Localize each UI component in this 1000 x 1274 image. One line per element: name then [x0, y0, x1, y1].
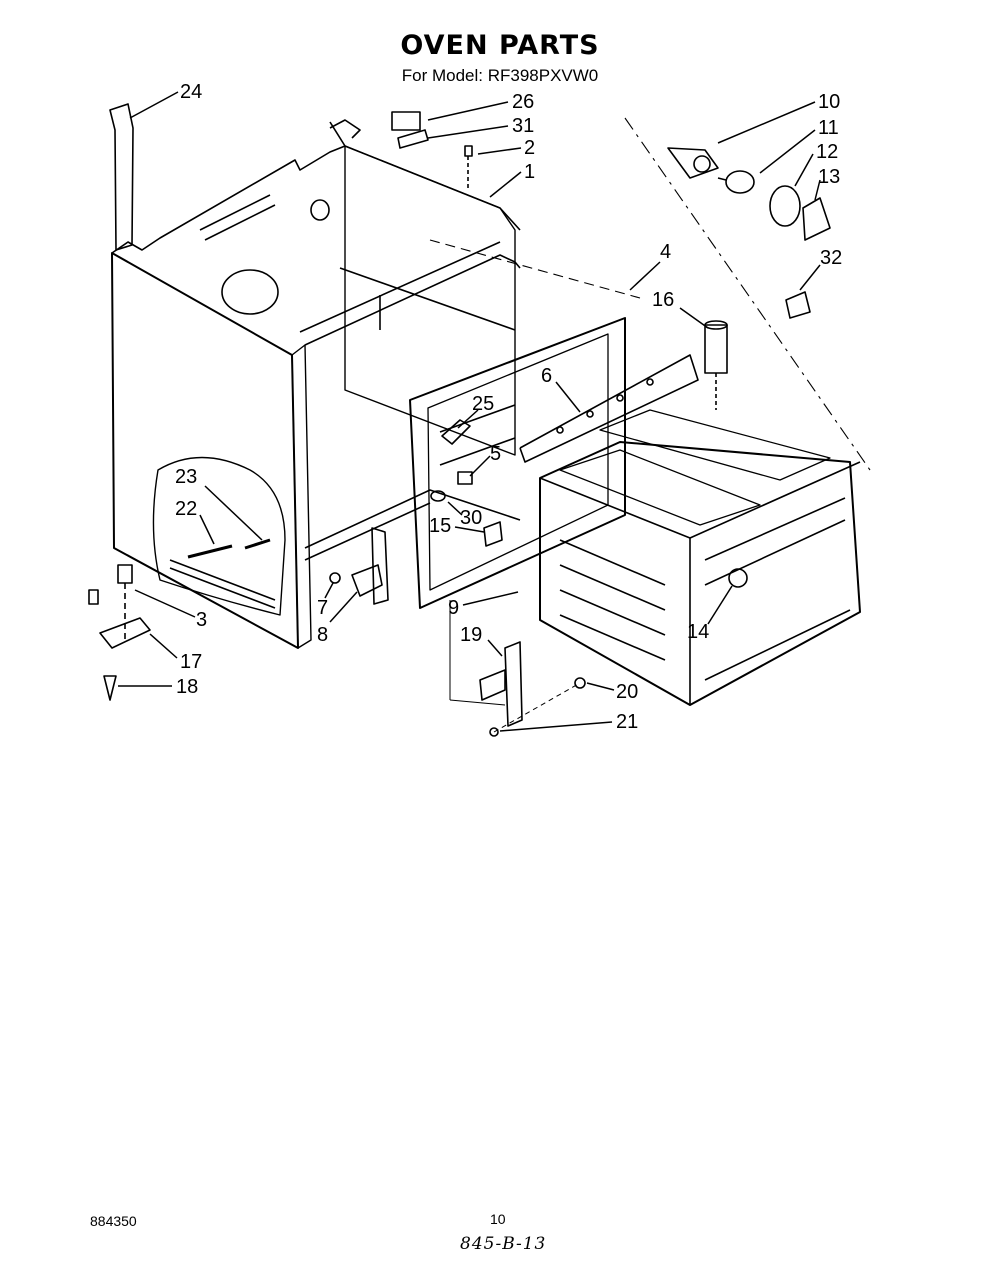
front-frame — [409, 317, 626, 609]
callout-2: 2 — [524, 137, 535, 159]
model-subtitle: For Model: RF398PXVW0 — [401, 66, 599, 85]
handwritten-code: 845-B-13 — [460, 1234, 547, 1254]
callout-21: 21 — [616, 711, 638, 733]
callout-10: 10 — [818, 91, 840, 113]
callout-26: 26 — [512, 91, 534, 113]
document-number: 884350 — [90, 1213, 137, 1229]
callout-3: 3 — [196, 609, 207, 631]
callout-9: 9 — [448, 597, 459, 619]
callout-15: 15 — [429, 515, 451, 537]
broil-element — [519, 354, 699, 463]
callout-31: 31 — [512, 115, 534, 137]
page-number: 10 — [490, 1211, 506, 1227]
callout-25: 25 — [472, 393, 494, 415]
callout-30: 30 — [460, 507, 482, 529]
callout-8: 8 — [317, 624, 328, 646]
callout-13: 13 — [818, 166, 840, 188]
leader-lines — [118, 91, 821, 732]
callout-19: 19 — [460, 624, 482, 646]
page-title: OVEN PARTS — [400, 30, 600, 61]
cabinet-body — [111, 119, 641, 649]
callout-23: 23 — [175, 466, 197, 488]
small-parts — [88, 103, 811, 737]
callout-11: 11 — [818, 117, 839, 139]
oven-light-assembly — [624, 117, 871, 471]
callout-4: 4 — [660, 241, 671, 263]
callout-labels: 24 26 31 2 1 10 11 12 13 32 4 16 6 25 5 … — [175, 81, 842, 733]
callout-20: 20 — [616, 681, 638, 703]
callout-17: 17 — [180, 651, 202, 673]
callout-24: 24 — [180, 81, 202, 103]
callout-12: 12 — [816, 141, 838, 163]
callout-7: 7 — [317, 597, 328, 619]
oven-cavity — [539, 409, 861, 706]
callout-22: 22 — [175, 498, 197, 520]
callout-6: 6 — [541, 365, 552, 387]
callout-32: 32 — [820, 247, 842, 269]
callout-1: 1 — [524, 161, 535, 183]
callout-5: 5 — [490, 443, 501, 465]
callout-14: 14 — [687, 621, 709, 643]
callout-16: 16 — [652, 289, 674, 311]
callout-18: 18 — [176, 676, 198, 698]
